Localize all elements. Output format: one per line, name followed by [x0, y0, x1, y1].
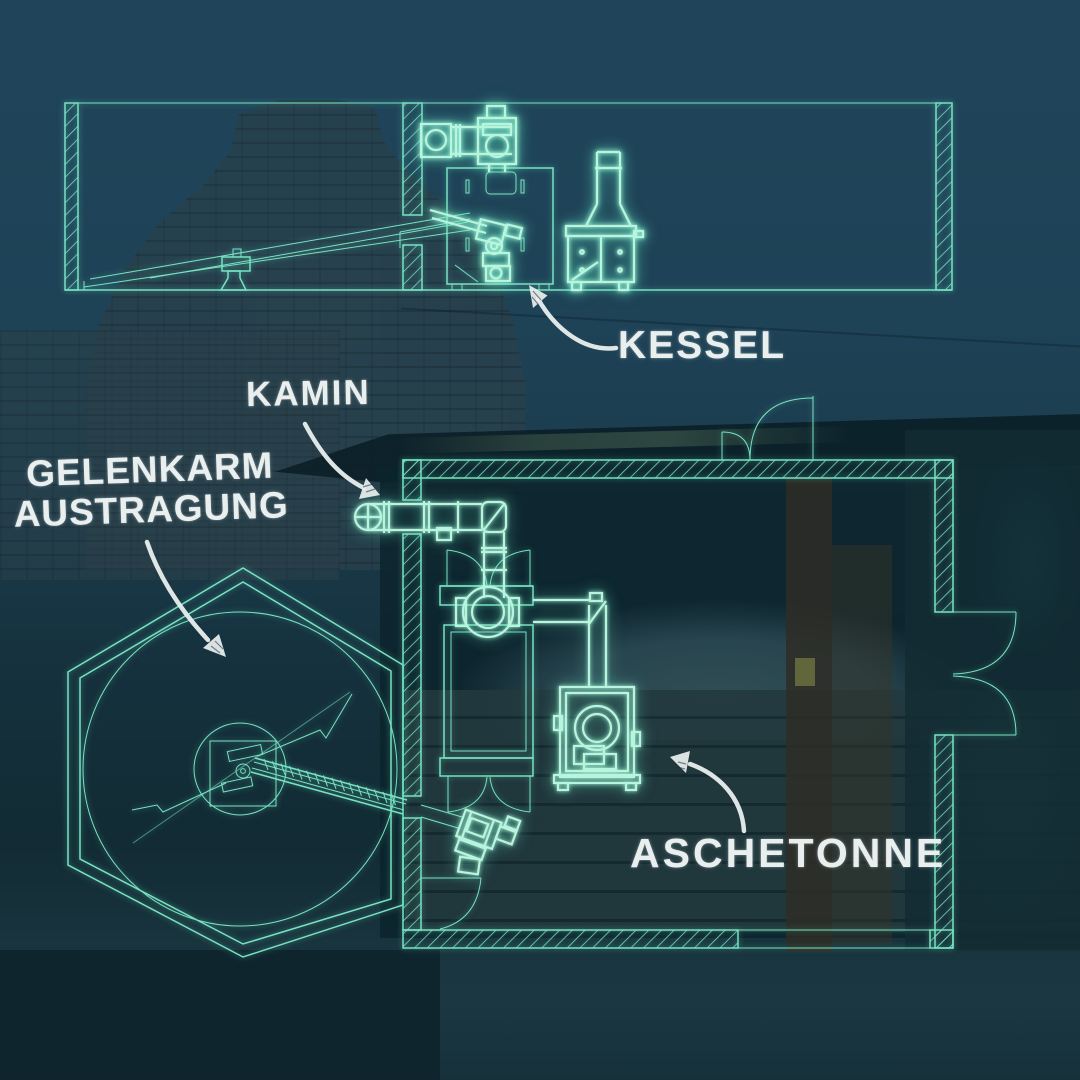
right-door	[952, 611, 1017, 736]
ash-bin-side-view	[564, 150, 645, 292]
ash-bin-plan-view	[533, 591, 642, 792]
screw-conveyor	[250, 757, 463, 829]
kessel-arrow-icon	[529, 285, 619, 351]
flow-pipe-side	[419, 104, 518, 172]
auger-side-view	[83, 212, 471, 290]
boiler-plan-view	[439, 549, 534, 813]
label-kessel: KESSEL	[618, 324, 787, 367]
kamin-arrow-icon	[302, 421, 380, 499]
label-aschetonne: ASCHETONNE	[630, 830, 947, 876]
label-kamin: KAMIN	[245, 372, 372, 415]
label-gelenkarm-austragung: GELENKARM AUSTRAGUNG	[7, 445, 295, 535]
hexagon-store-room	[67, 567, 463, 958]
aschetonne-arrow-icon	[670, 751, 747, 834]
auger-drive-motor	[453, 808, 522, 876]
rotary-arm-agitator	[131, 691, 353, 844]
burner-assembly-side	[429, 208, 524, 283]
auger-support	[219, 248, 251, 291]
plan-view-boiler-room	[402, 396, 1017, 949]
top-door	[721, 396, 814, 461]
boiler-side-view	[446, 167, 554, 291]
chimney-pipe-plan	[353, 500, 521, 639]
interior-door	[421, 877, 482, 930]
side-view-section	[64, 102, 953, 292]
gelenkarm-arrow-icon	[144, 539, 226, 657]
